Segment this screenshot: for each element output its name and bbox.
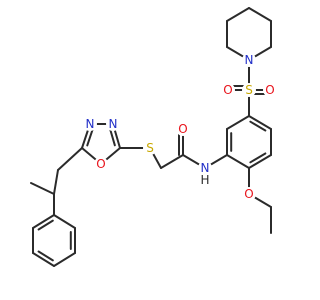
atom-label-background — [198, 173, 212, 187]
atom-label-background — [242, 187, 256, 201]
bond-line — [226, 154, 250, 169]
atom-label-o: O — [223, 83, 232, 97]
atom-label-background — [94, 157, 108, 171]
bond-inner-line — [37, 250, 54, 262]
atom-label-background — [263, 83, 277, 97]
atom-label-o: O — [96, 157, 105, 171]
bond-line — [30, 182, 55, 195]
bond-line — [32, 252, 55, 267]
bond-line — [226, 7, 250, 22]
bond-line — [248, 7, 272, 22]
bond-line — [160, 154, 184, 169]
bond-inner-line — [249, 120, 267, 132]
atom-label-background — [242, 53, 256, 67]
bond-line — [248, 115, 272, 130]
atom-label-n: N — [86, 117, 95, 131]
atom-label-background — [83, 117, 97, 131]
atom-label-o: O — [178, 122, 187, 136]
atom-label-h: H — [200, 173, 209, 187]
atom-label-n: N — [109, 117, 118, 131]
atom-label-s: S — [245, 83, 253, 97]
atom-label-o: O — [265, 83, 274, 97]
atom-label-s: S — [146, 141, 154, 155]
atom-label-background — [106, 117, 120, 131]
bond-inner-line — [109, 128, 116, 147]
bond-inner-line — [86, 128, 94, 147]
bond-line — [32, 214, 55, 229]
atom-label-background — [176, 122, 190, 136]
bond-layer — [30, 7, 272, 267]
atom-label-n: N — [201, 161, 210, 175]
bond-line — [226, 115, 250, 130]
atom-label-background — [242, 83, 256, 97]
bond-line — [53, 214, 76, 229]
bond-inner-line — [249, 152, 267, 164]
bond-line — [57, 147, 83, 171]
bond-line — [248, 154, 272, 169]
atom-label-background — [143, 141, 157, 155]
atom-label-background — [221, 83, 235, 97]
atom-label-background — [198, 161, 212, 175]
bond-inner-line — [37, 219, 54, 231]
atom-label-o: O — [244, 187, 253, 201]
bond-line — [53, 252, 76, 267]
bond-line — [53, 169, 59, 195]
atom-label-n: N — [245, 53, 254, 67]
